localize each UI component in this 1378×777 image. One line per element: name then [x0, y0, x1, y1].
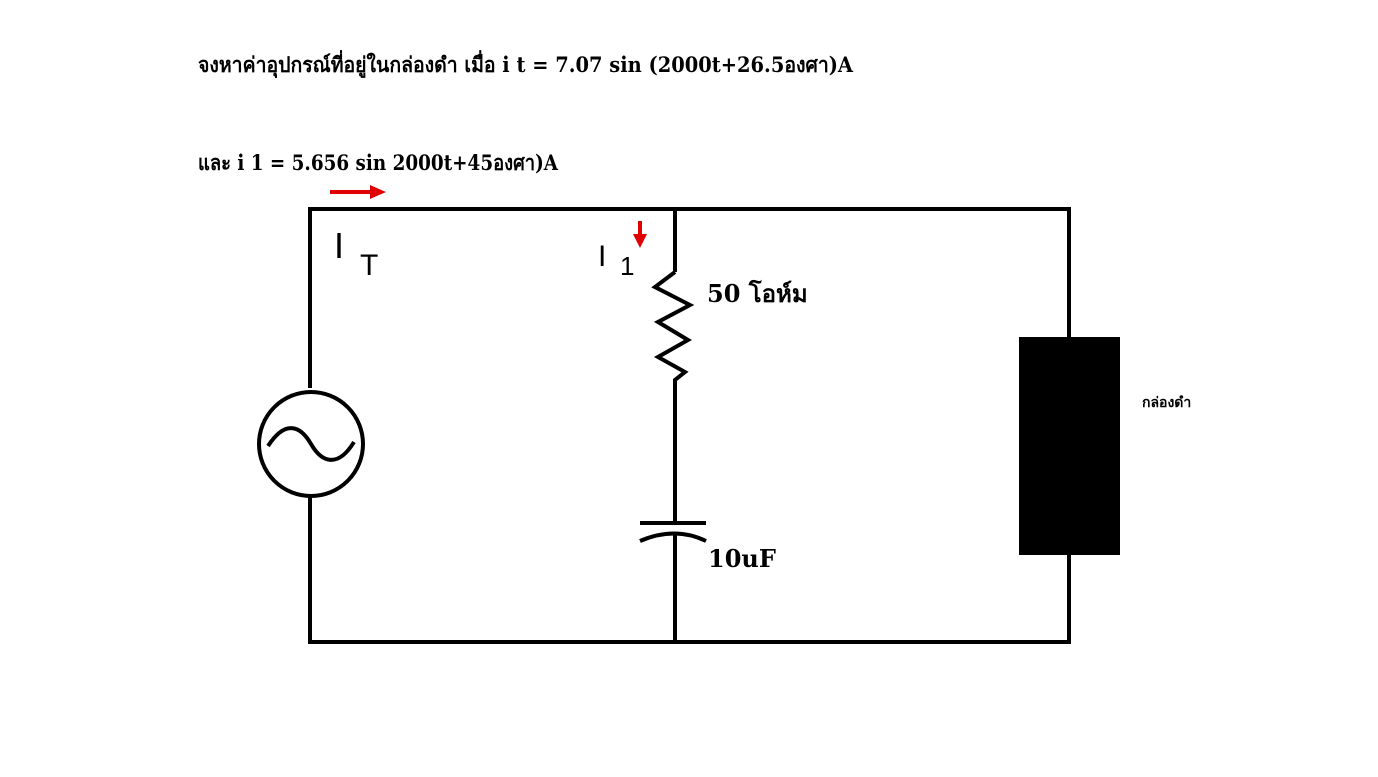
resistor-label: 50 โอห์ม	[707, 279, 808, 308]
problem-line-1: จงหาค่าอุปกรณ์ที่อยู่ในกล่องดำ เมื่อ i t…	[198, 49, 854, 79]
black-box-label: กล่องดำ	[1142, 395, 1191, 411]
branch-current-arrow-icon	[633, 221, 647, 248]
capacitor-label: 10uF	[708, 544, 776, 573]
bottom-wire	[308, 495, 1071, 644]
branch-current-label: I	[598, 240, 606, 273]
top-wire	[308, 207, 1071, 388]
ac-source-icon	[257, 390, 365, 498]
branch-current-subscript: 1	[620, 251, 634, 281]
resistor	[651, 270, 695, 523]
problem-line-2: และ i 1 = 5.656 sin 2000t+45องศา)A	[198, 150, 559, 175]
total-current-subscript: T	[360, 249, 378, 282]
total-current-arrow-icon	[330, 185, 386, 199]
total-current-label: I	[334, 225, 344, 266]
black-box	[1019, 337, 1120, 555]
